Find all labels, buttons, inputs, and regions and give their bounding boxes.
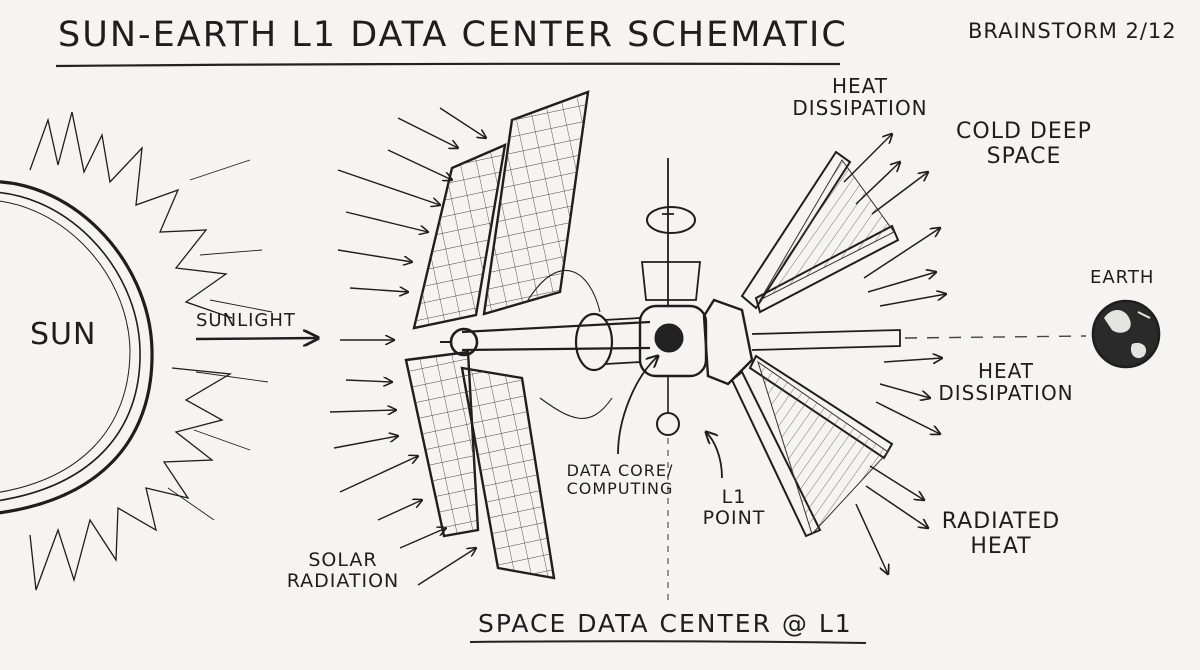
brainstorm-note: BRAINSTORM 2/12 [968,19,1177,43]
heat-dissipation-label-mid: HEAT DISSIPATION [938,359,1074,406]
earth-sketch [1091,299,1161,369]
l1-point-label: L1 POINT [702,486,766,530]
solar-radiation-label: SOLAR RADIATION [286,549,400,593]
callout-arrows [617,356,723,479]
sunlight-label: SUNLIGHT [196,310,296,331]
spacecraft-sketch [404,90,901,580]
sun-label: SUN [30,317,97,352]
caption-underline [469,640,867,644]
solar-radiation-arrows [329,107,486,586]
sun-earth-line [904,335,1087,339]
diagram-caption: SPACE DATA CENTER @ L1 [478,609,853,638]
earth-label: EARTH [1090,267,1155,288]
radiated-heat-label: RADIATED HEAT [941,509,1061,559]
sun-sketch [0,111,273,591]
sunlight-arrow [195,338,318,339]
data-core-label: DATA CORE/ COMPUTING [566,461,674,498]
cold-deep-space-label: COLD DEEP SPACE [956,119,1092,169]
heat-dissipation-label-top: HEAT DISSIPATION [792,74,928,121]
heat-dissipation-arrows [843,134,946,574]
title-underline [55,62,841,68]
page-title: SUN-EARTH L1 DATA CENTER SCHEMATIC [58,15,848,55]
